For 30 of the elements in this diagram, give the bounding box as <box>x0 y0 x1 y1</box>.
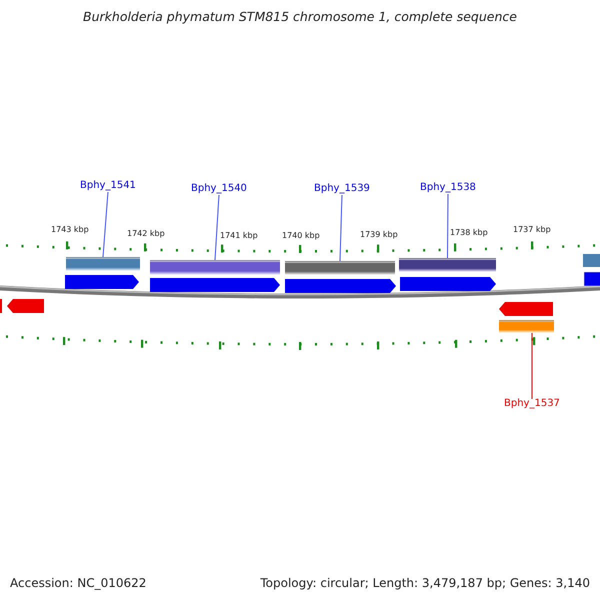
gene-label: Bphy_1541 <box>80 180 136 191</box>
scale-label: 1742 kbp <box>127 229 165 238</box>
gene-label: Bphy_1540 <box>191 183 247 194</box>
leader-line <box>531 332 532 400</box>
scale-label: 1740 kbp <box>282 231 320 240</box>
leader-line <box>447 194 448 258</box>
gene-block <box>65 275 139 289</box>
feature-bar <box>66 257 140 271</box>
feature-bar <box>399 258 496 272</box>
leader-line <box>102 192 108 258</box>
scale-label: 1739 kbp <box>360 230 398 239</box>
feature-bar <box>285 261 395 275</box>
gene-block <box>400 277 496 291</box>
gene-block <box>150 278 280 292</box>
feature-bar <box>499 320 554 333</box>
gene-block <box>285 279 396 293</box>
scale-label: 1738 kbp <box>450 228 488 237</box>
gene-block <box>499 302 553 316</box>
leader-line <box>340 194 342 262</box>
footer-text: Topology: circular; Length: 3,479,187 bp; Genes: 3,140 <box>260 576 590 590</box>
scale-label: 1741 kbp <box>220 231 258 240</box>
gene-label: Bphy_1539 <box>314 183 370 194</box>
scale-label: 1743 kbp <box>51 225 89 234</box>
gene-label: Bphy_1537 <box>504 398 560 409</box>
feature-bar <box>150 260 280 275</box>
leader-line <box>214 194 220 260</box>
gene-label: Bphy_1538 <box>420 182 476 193</box>
footer-text: Accession: NC_010622 <box>10 576 146 590</box>
scale-label: 1737 kbp <box>513 225 551 234</box>
title: Burkholderia phymatum STM815 chromosome 1, complete sequence <box>82 9 518 24</box>
